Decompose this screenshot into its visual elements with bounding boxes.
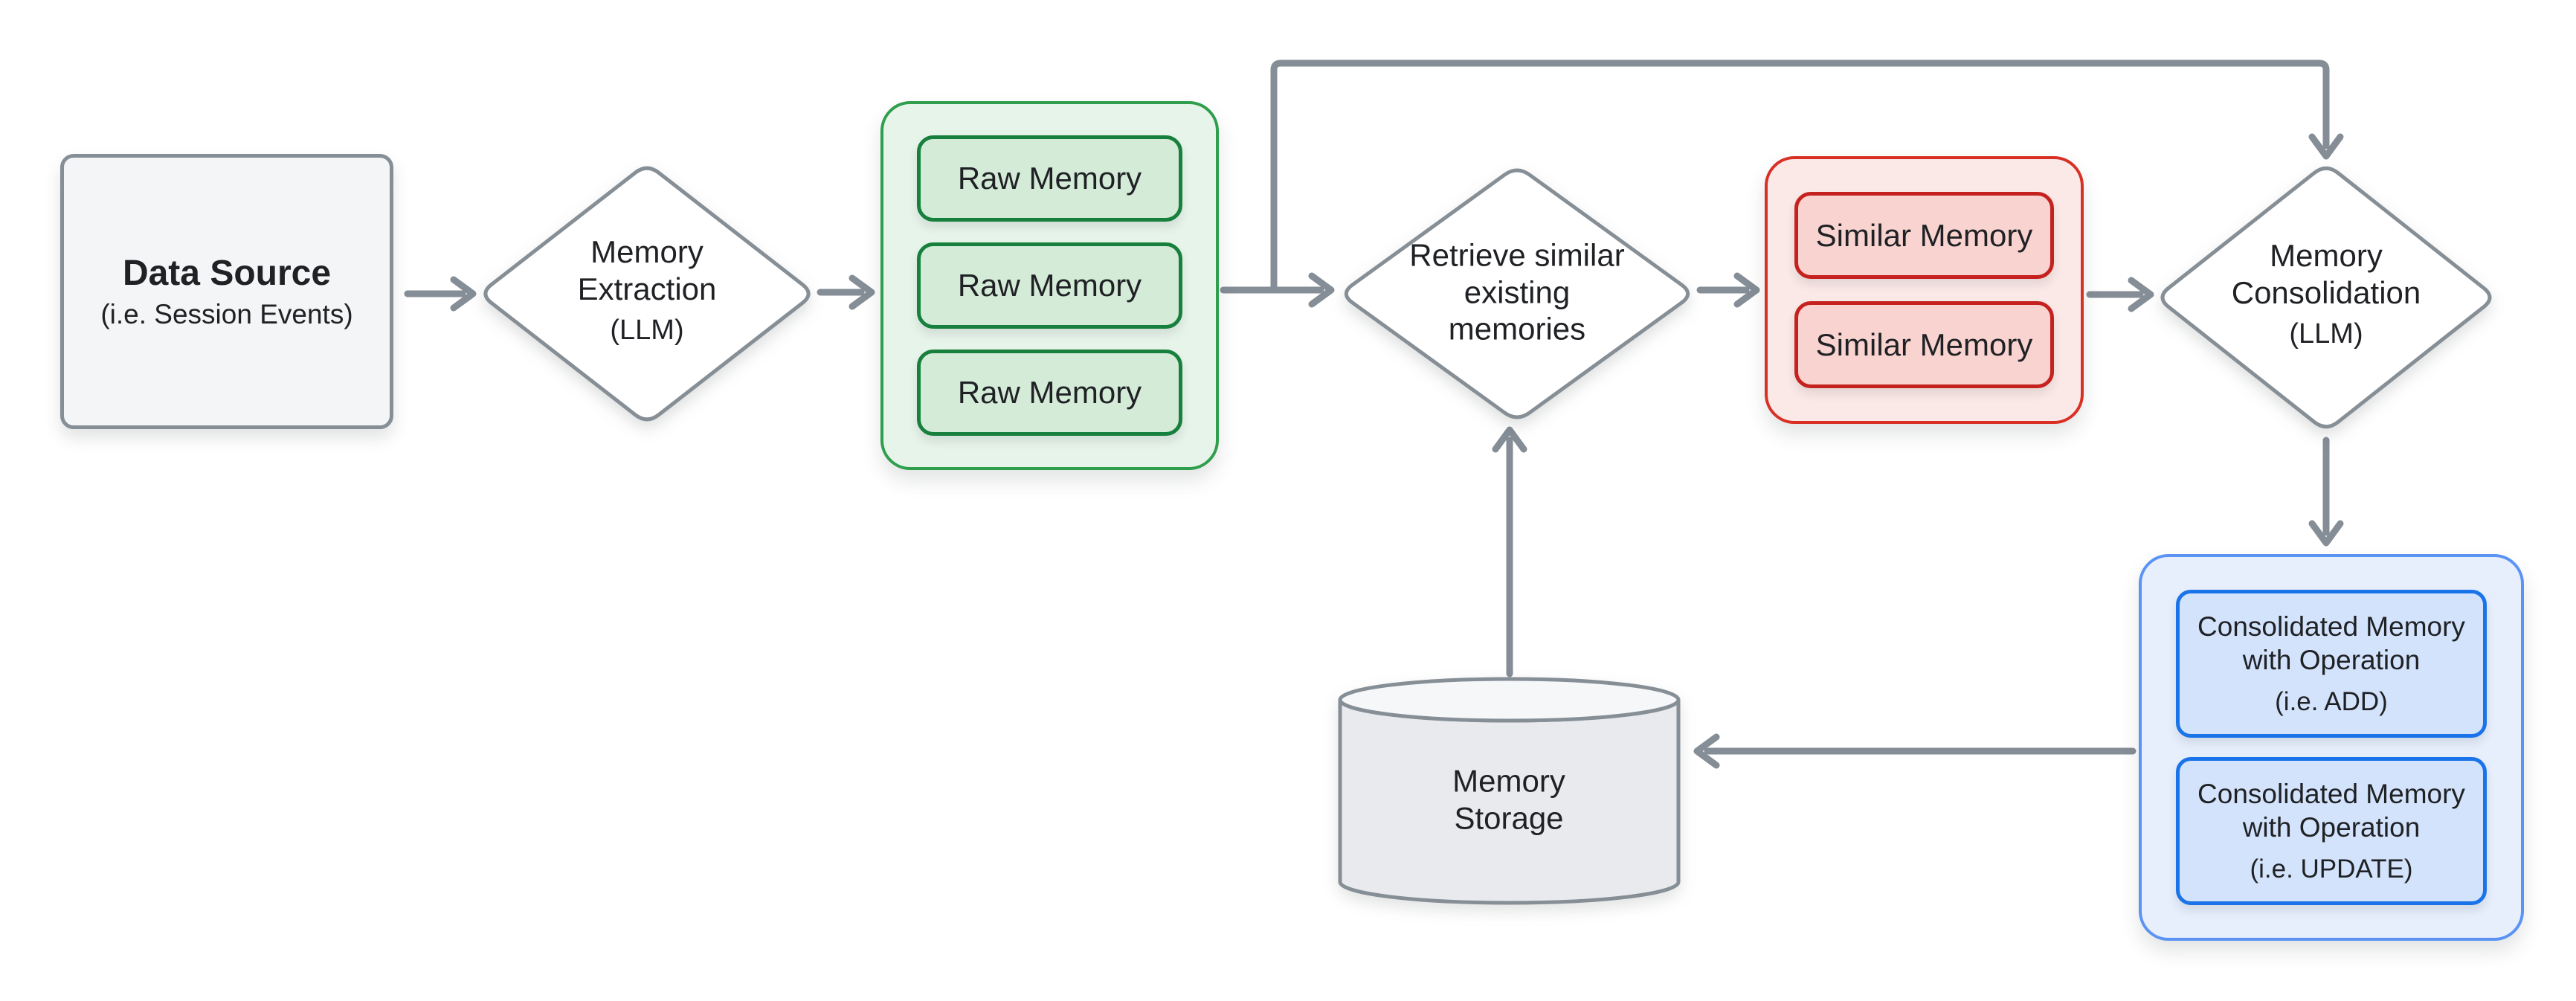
data-source-subtitle: (i.e. Session Events) <box>100 298 353 329</box>
memory-consolidation-label: Memory Consolidation <box>2231 237 2421 310</box>
consolidated-memory-group: Consolidated Memory with Operation (i.e.… <box>2139 554 2524 941</box>
memory-storage-label: Memory Storage <box>1452 763 1565 835</box>
similar-memory-label: Similar Memory <box>1815 217 2033 253</box>
arrowhead-down-icon <box>2308 520 2344 547</box>
feedback-line <box>1270 59 2330 291</box>
raw-memory-box: Raw Memory <box>917 135 1182 222</box>
cylinder-top <box>1338 677 1681 723</box>
raw-memory-label: Raw Memory <box>957 268 1142 303</box>
raw-memory-label: Raw Memory <box>957 161 1142 196</box>
arrowhead-up-icon <box>1492 426 1527 453</box>
similar-memory-group: Similar Memory Similar Memory <box>1765 156 2084 424</box>
memory-consolidation-label-group: Memory Consolidation (LLM) <box>2232 237 2421 350</box>
similar-memory-box: Similar Memory <box>1794 192 2054 279</box>
arrowhead-right-icon <box>450 276 477 312</box>
memory-storage-cylinder <box>1338 677 1681 905</box>
arrowhead-right-icon <box>1308 272 1335 308</box>
memory-extraction-sublabel: (LLM) <box>610 315 684 347</box>
memory-consolidation-sublabel: (LLM) <box>2289 318 2363 350</box>
memory-extraction-label-group: Memory Extraction (LLM) <box>578 234 717 347</box>
consolidated-memory-sublabel: (i.e. ADD) <box>2275 686 2388 716</box>
arrowhead-right-icon <box>849 274 875 310</box>
raw-memory-label: Raw Memory <box>957 375 1142 410</box>
data-source-node: Data Source (i.e. Session Events) <box>60 154 393 429</box>
arrowhead-left-icon <box>1693 733 1720 769</box>
similar-memory-label: Similar Memory <box>1815 326 2033 362</box>
consolidated-memory-box-add: Consolidated Memory with Operation (i.e.… <box>2176 590 2487 738</box>
consolidated-memory-title: Consolidated Memory with Operation <box>2197 611 2465 675</box>
raw-memory-box: Raw Memory <box>917 242 1182 329</box>
retrieve-memories-label-group: Retrieve similar existing memories <box>1409 237 1624 348</box>
consolidated-memory-box-update: Consolidated Memory with Operation (i.e.… <box>2176 757 2487 905</box>
memory-storage-label-group: Memory Storage <box>1452 762 1565 836</box>
retrieve-memories-diamond <box>1344 168 1690 419</box>
consolidated-memory-title: Consolidated Memory with Operation <box>2197 779 2465 843</box>
data-source-title: Data Source <box>122 254 332 294</box>
consolidated-memory-sublabel: (i.e. UPDATE) <box>2250 854 2413 883</box>
memory-extraction-label: Memory Extraction <box>577 234 717 306</box>
retrieve-memories-label: Retrieve similar existing memories <box>1409 237 1625 347</box>
raw-memory-box: Raw Memory <box>917 350 1182 436</box>
similar-memory-box: Similar Memory <box>1794 301 2054 388</box>
memory-extraction-diamond <box>483 166 811 422</box>
feedback-arrowhead-down-icon <box>2308 133 2344 160</box>
memory-consolidation-diamond <box>2160 166 2492 429</box>
raw-memory-group: Raw Memory Raw Memory Raw Memory <box>880 101 1219 470</box>
arrowhead-right-icon <box>1733 272 1760 308</box>
arrowhead-right-icon <box>2128 277 2154 312</box>
